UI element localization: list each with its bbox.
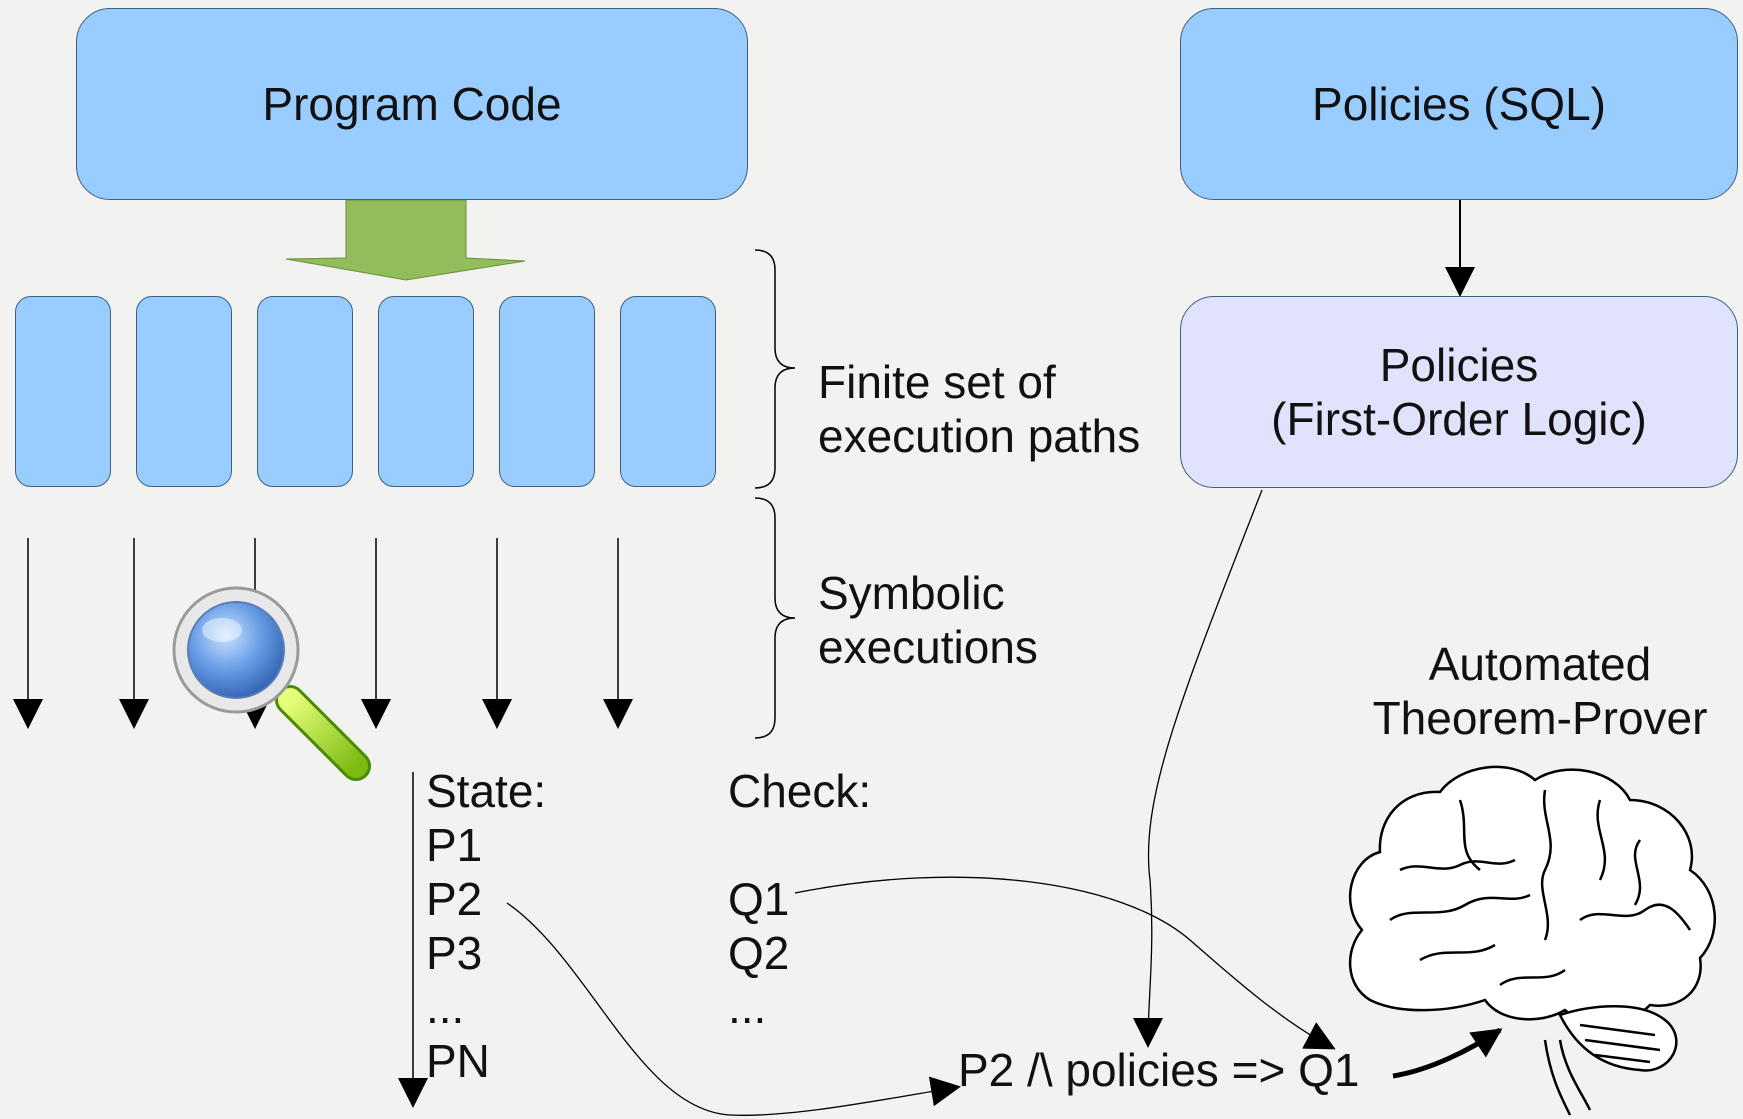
magnifier-icon	[172, 586, 371, 781]
implication-formula: P2 /\ policies => Q1	[958, 1044, 1360, 1096]
execution-path-box	[15, 296, 111, 487]
policies-fol-box: Policies (First-Order Logic)	[1180, 296, 1738, 488]
state-item: P3	[426, 927, 483, 979]
execution-path-box	[378, 296, 474, 487]
symbolic-arrows	[13, 538, 633, 729]
curve-policies-to-formula	[1133, 489, 1263, 1048]
theorem-prover-label: Automated Theorem-Prover	[1372, 638, 1708, 744]
check-item: ...	[728, 981, 767, 1033]
check-item: Q2	[728, 927, 790, 979]
state-title: State:	[426, 765, 547, 817]
execution-path-box	[257, 296, 353, 487]
brace-execution-paths	[754, 249, 796, 489]
policies-sql-box: Policies (SQL)	[1180, 8, 1738, 200]
arrow-formula-to-prover	[1392, 1027, 1503, 1079]
state-item: P2	[426, 873, 483, 925]
check-column: Check: Q1 Q2 ...	[728, 764, 871, 1034]
curve-p2-to-formula	[506, 902, 961, 1116]
curve-q1-to-formula	[794, 876, 1336, 1050]
execution-path-box	[136, 296, 232, 487]
policies-fol-label-1: Policies	[1379, 339, 1539, 391]
execution-path-box	[620, 296, 716, 487]
state-item: P1	[426, 819, 483, 871]
state-item: PN	[426, 1035, 490, 1087]
symbolic-executions-label: Symbolic executions	[818, 567, 1038, 673]
policies-sql-label: Policies (SQL)	[1312, 78, 1606, 130]
check-title: Check:	[728, 765, 872, 817]
program-code-label: Program Code	[262, 78, 562, 130]
state-item: ...	[426, 981, 465, 1033]
brace-symbolic-executions	[754, 497, 796, 739]
finite-paths-label: Finite set of execution paths	[818, 356, 1141, 462]
execution-path-box	[499, 296, 595, 487]
green-down-arrow	[285, 199, 526, 281]
state-column: State: P1 P2 P3 ... PN	[426, 764, 546, 1088]
policies-fol-label-2: (First-Order Logic)	[1271, 393, 1647, 445]
check-item: Q1	[728, 873, 790, 925]
program-code-box: Program Code	[76, 8, 748, 200]
brain-icon	[1348, 765, 1716, 1116]
